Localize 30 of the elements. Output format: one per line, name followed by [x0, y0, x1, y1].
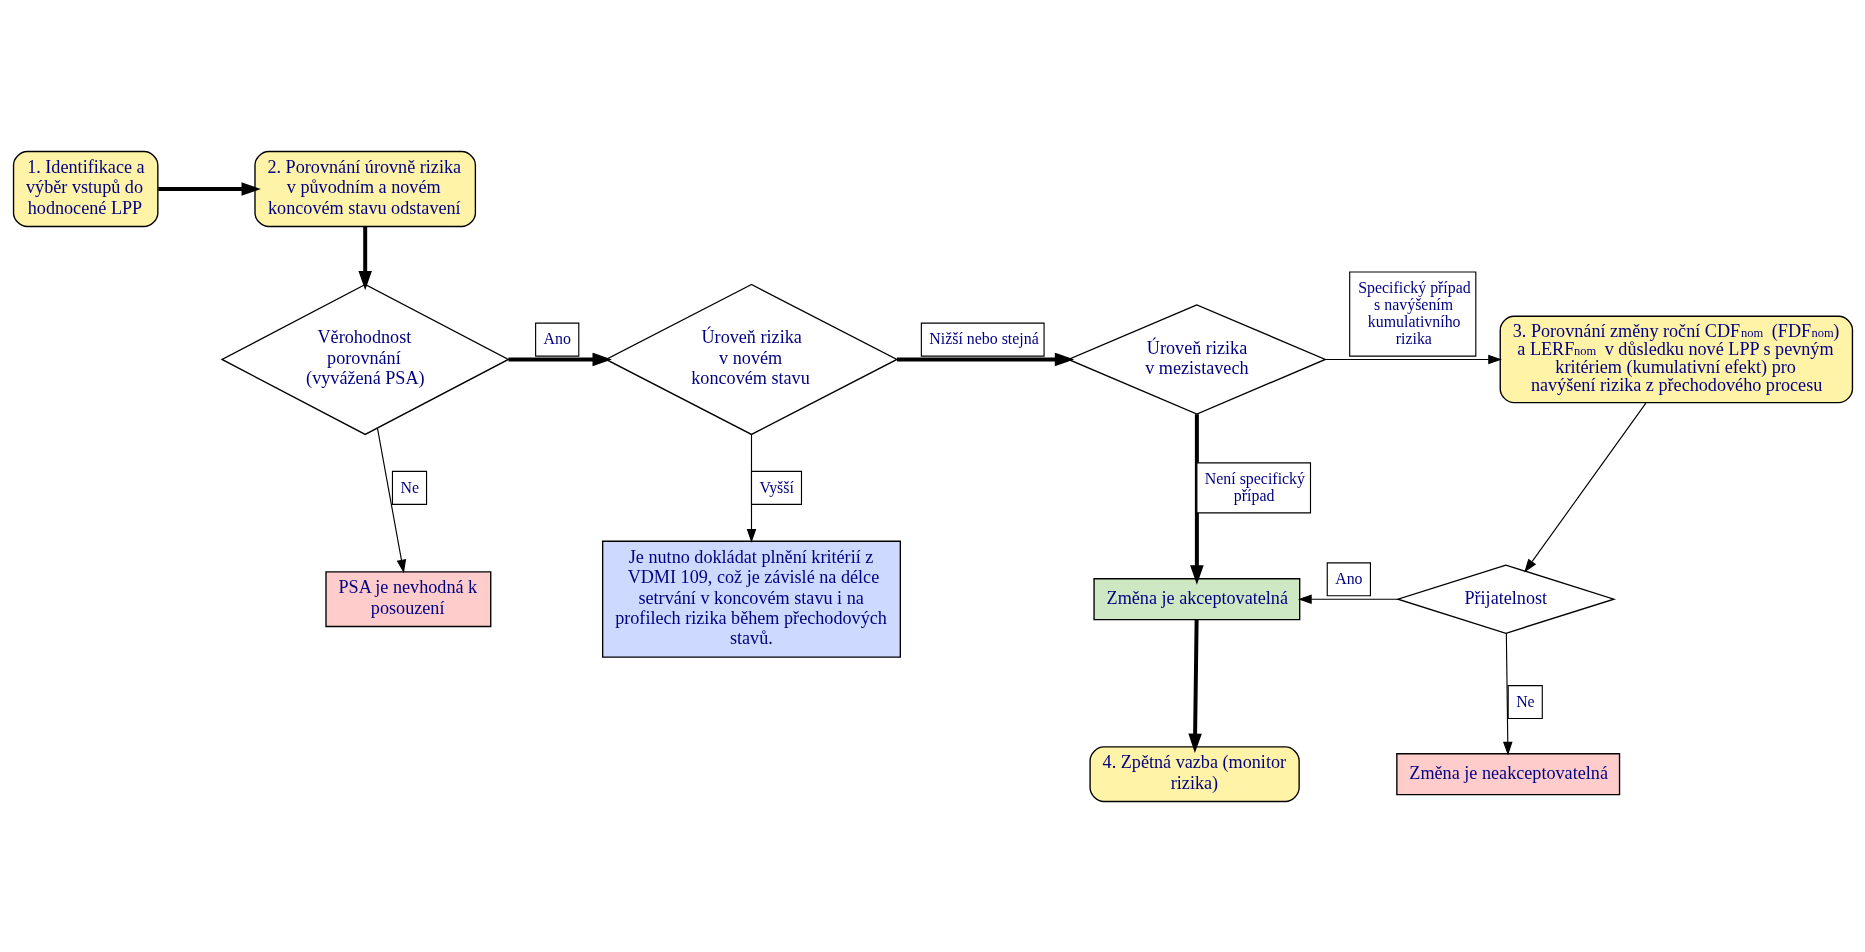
arrow	[376, 427, 406, 573]
arrow	[508, 352, 612, 366]
node-box: 4. Zpětná vazba (monitor rizika)	[1088, 745, 1300, 802]
edge-label: Ano	[543, 329, 571, 347]
edge-label: Není specifický případ	[1204, 469, 1305, 504]
edge-label: Ne	[399, 478, 419, 496]
node-box: PSA je nevhodná k posouzení	[324, 570, 491, 627]
arrow	[1297, 593, 1398, 604]
node-box: 2. Porovnání úrovně rizika v původním a novém koncovém stavu odstavení	[253, 150, 476, 227]
node-diamond: Přijatelnost	[1395, 563, 1616, 634]
node-box: 3. Porovnání změny roční CDFnom (FDFnom) a LERFnom v důsledku nové LPP s pevným kritériem (kumulativní efekt) pro navýšení rizika z přechodového procesu	[1499, 315, 1853, 403]
node-box: 1. Identifikace a výběr vstupů do hodnocené LPP	[12, 150, 158, 227]
arrow	[357, 226, 372, 290]
arrow	[746, 433, 756, 543]
arrow	[1523, 402, 1646, 573]
arrow	[896, 352, 1074, 366]
edge-label: Ne	[1515, 692, 1535, 710]
arrow	[1187, 619, 1202, 753]
node-box: Změna je neakceptovatelná	[1395, 752, 1620, 795]
arrow	[157, 181, 261, 196]
edge-label: Vyšší	[758, 478, 794, 496]
arrow	[1324, 354, 1502, 364]
arrow	[1502, 632, 1513, 755]
node-box: Změna je akceptovatelná	[1092, 577, 1300, 620]
edge-label: Specifický případ s navýšením kumulativního rizika	[1357, 278, 1471, 347]
node-diamond: Věrohodnost porovnání (vyvážená PSA)	[220, 283, 510, 435]
arrow	[1189, 413, 1204, 585]
edge-label: Nižší nebo stejná	[928, 329, 1039, 347]
edge-label: Ano	[1334, 569, 1363, 587]
node-box: Je nutno dokládat plnění kritérií z VDMI 109, což je závislé na délce setrvání v koncovém stavu i na profilech rizika během přechodových stavů.	[601, 540, 901, 658]
